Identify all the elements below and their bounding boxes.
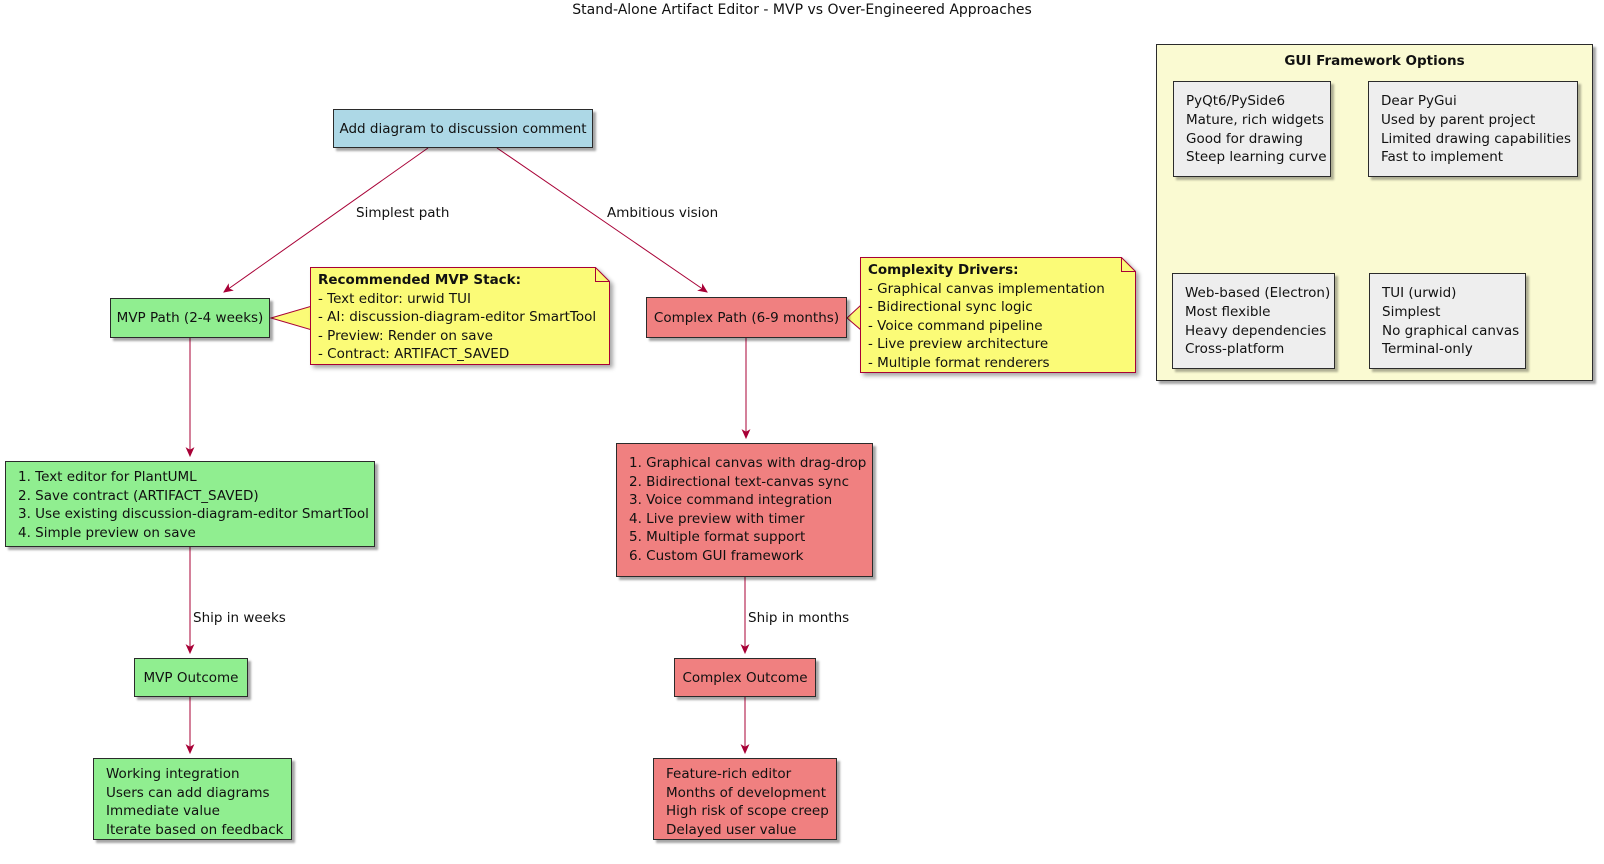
text-line: - Text editor: urwid TUI [318, 290, 471, 307]
note-mvp-stack: Recommended MVP Stack: - Text editor: ur… [310, 267, 610, 365]
text-line: 1. Text editor for PlantUML [18, 469, 197, 485]
text-line: Working integration [106, 766, 240, 782]
node-mvp-outcome: MVP Outcome [134, 658, 248, 697]
note-mvp-stack-lines: - Text editor: urwid TUI - AI: discussion… [318, 290, 600, 364]
text-line: Fast to implement [1381, 149, 1504, 166]
text-line: 2. Bidirectional text-canvas sync [629, 473, 850, 490]
node-mvp-path-label: MVP Path (2-4 weeks) [116, 310, 264, 326]
node-mvp-outcome-label: MVP Outcome [143, 669, 239, 686]
note-fold-icon [1121, 257, 1136, 272]
text-line: 6. Custom GUI framework [629, 547, 804, 564]
text-line: - Bidirectional sync logic [868, 299, 1033, 316]
text-line: Heavy dependencies [1185, 322, 1327, 339]
note-mvp-stack-title: Recommended MVP Stack: [318, 272, 522, 288]
edge-start-to-complex [496, 147, 708, 293]
node-mvp-steps: 1. Text editor for PlantUML 2. Save contr… [5, 461, 375, 547]
text-line: Good for drawing [1186, 130, 1304, 147]
edge-label-ambitious-vision: Ambitious vision [607, 205, 719, 221]
node-complex-steps: 1. Graphical canvas with drag-drop 2. Bid… [616, 443, 873, 577]
text-line: - Contract: ARTIFACT_SAVED [318, 346, 510, 363]
node-complex-outcome-label: Complex Outcome [682, 669, 808, 686]
edge-start-to-mvp [223, 147, 429, 293]
edge-label-ship-in-months: Ship in months [748, 610, 850, 626]
text-line: Limited drawing capabilities [1381, 130, 1571, 147]
note-complexity-drivers: Complexity Drivers: - Graphical canvas i… [860, 257, 1136, 373]
edge-label-ship-in-weeks: Ship in weeks [193, 610, 286, 626]
note-complexity-title: Complexity Drivers: [868, 262, 1019, 278]
text-line: PyQt6/PySide6 [1186, 93, 1286, 109]
text-line: 4. Simple preview on save [18, 524, 196, 541]
panel-title: GUI Framework Options [1284, 53, 1465, 69]
text-line: 5. Multiple format support [629, 529, 806, 546]
text-line: Cross-platform [1185, 341, 1285, 358]
node-start: Add diagram to discussion comment [333, 109, 593, 148]
note-connector-mvp [269, 305, 313, 331]
note-connector-complex [846, 303, 862, 332]
note-shape [310, 267, 610, 365]
note-shape [860, 257, 1136, 373]
text-line: - Live preview architecture [868, 336, 1049, 353]
note-complexity-lines: - Graphical canvas implementation - Bidir… [868, 280, 1126, 373]
edge-label-simplest-path: Simplest path [356, 205, 450, 221]
text-line: - Graphical canvas implementation [868, 280, 1105, 297]
text-line: Simplest [1382, 303, 1441, 320]
text-line: Iterate based on feedback [106, 821, 284, 838]
text-line: 4. Live preview with timer [629, 510, 805, 527]
text-line: Web-based (Electron) [1185, 285, 1331, 301]
node-complex-path-label: Complex Path (6-9 months) [653, 309, 840, 326]
text-line: 2. Save contract (ARTIFACT_SAVED) [18, 487, 259, 504]
text-line: Steep learning curve [1186, 149, 1327, 166]
node-complex-path: Complex Path (6-9 months) [646, 297, 847, 338]
text-line: Most flexible [1185, 303, 1271, 320]
text-line: 3. Voice command integration [629, 492, 833, 509]
text-line: High risk of scope creep [666, 803, 829, 820]
text-line: 3. Use existing discussion-diagram-edito… [18, 506, 369, 523]
text-line: Mature, rich widgets [1186, 111, 1325, 128]
text-line: Terminal-only [1382, 341, 1473, 358]
diagram-title: Stand-Alone Artifact Editor - MVP vs Ove… [572, 2, 1032, 18]
text-line: Users can add diagrams [106, 784, 270, 801]
text-line: TUI (urwid) [1382, 285, 1457, 301]
text-line: - AI: discussion-diagram-editor SmartToo… [318, 309, 597, 326]
text-line: Feature-rich editor [666, 766, 792, 782]
node-start-label: Add diagram to discussion comment [339, 120, 587, 137]
text-line: Immediate value [106, 803, 220, 820]
text-line: - Preview: Render on save [318, 327, 493, 344]
text-line: Dear PyGui [1381, 93, 1457, 109]
note-fold-icon [595, 267, 610, 282]
text-line: 1. Graphical canvas with drag-drop [629, 455, 867, 471]
text-line: - Multiple format renderers [868, 354, 1050, 371]
text-line: Delayed user value [666, 821, 797, 838]
text-line: Used by parent project [1381, 111, 1536, 128]
text-line: No graphical canvas [1382, 322, 1520, 339]
node-complex-outcome: Complex Outcome [674, 658, 816, 697]
node-mvp-path: MVP Path (2-4 weeks) [110, 298, 270, 338]
text-line: Months of development [666, 784, 826, 801]
text-line: - Voice command pipeline [868, 317, 1043, 334]
